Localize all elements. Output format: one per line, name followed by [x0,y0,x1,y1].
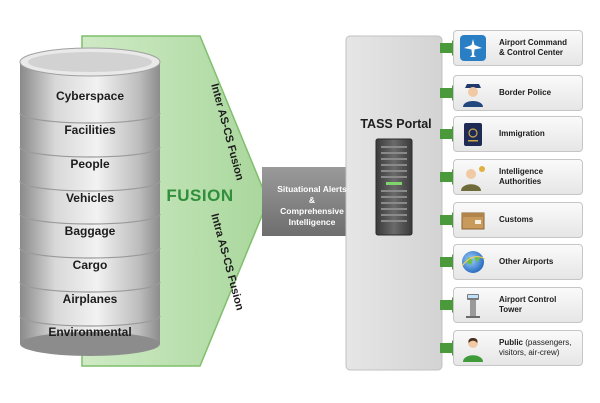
alerts-label: Situational Alerts & Comprehensive Intel… [277,184,347,227]
control-tower-icon [466,294,480,318]
database-layer-label: Cargo [72,258,108,272]
database-layer-label: Airplanes [62,292,118,306]
database-stack [19,47,161,356]
target-public: Public (passengers, visitors, air-crew) [453,330,583,366]
portal-title: TASS Portal [360,117,432,131]
database-layer-label: Facilities [64,123,116,137]
target-airport-command: Airport Command& Control Center [453,30,583,66]
server-rack-icon [375,138,413,236]
target-border-police: Border Police [453,75,583,111]
intelligence-officer-icon [461,166,485,191]
database-layer-label: Vehicles [65,191,115,205]
database-layer-label: People [70,157,110,171]
person-icon [463,338,483,362]
package-box-icon [461,212,485,230]
airplane-icon [460,35,486,61]
passport-icon [464,123,482,146]
globe-network-icon [461,251,486,273]
database-layer-label: Baggage [64,224,116,238]
target-immigration: Immigration [453,116,583,152]
police-officer-icon [463,84,483,107]
database-layer-label: Environmental [48,325,132,339]
target-other-airports: Other Airports [453,244,583,280]
alerts-arrow [262,167,368,236]
database-layer-label: Cyberspace [55,89,125,103]
fusion-title: FUSION [166,186,234,205]
target-customs: Customs [453,202,583,238]
